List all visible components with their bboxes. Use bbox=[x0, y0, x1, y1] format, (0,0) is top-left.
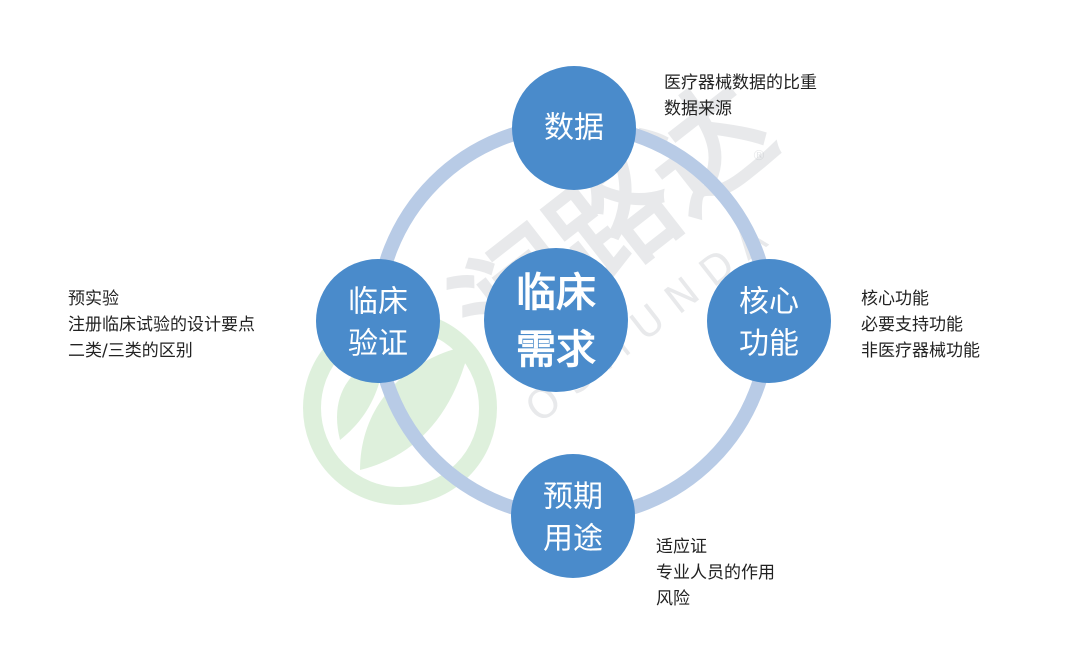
note-data-line: 数据来源 bbox=[664, 99, 732, 119]
node-intended-use: 预期 用途 bbox=[511, 454, 635, 578]
note-core-function-line: 核心功能 bbox=[861, 289, 929, 309]
note-intended-use-line: 适应证 bbox=[656, 537, 707, 557]
node-data-circle bbox=[512, 66, 636, 190]
note-data-line: 医疗器械数据的比重 bbox=[664, 73, 817, 93]
note-data: 医疗器械数据的比重 数据来源 bbox=[664, 70, 817, 122]
node-clinical-validation-label-line1: 临床 bbox=[348, 285, 408, 320]
watermark-registered-mark: ® bbox=[752, 148, 766, 164]
node-intended-use-circle bbox=[511, 454, 635, 578]
note-intended-use-line: 专业人员的作用 bbox=[656, 563, 775, 583]
center-node-circle bbox=[484, 248, 628, 392]
note-clinical-validation-line: 预实验 bbox=[68, 289, 119, 309]
center-node-label-line1: 临床 bbox=[516, 270, 596, 316]
note-core-function-line: 非医疗器械功能 bbox=[861, 341, 980, 361]
node-clinical-validation-circle bbox=[316, 259, 440, 383]
center-node-label-line2: 需求 bbox=[516, 327, 596, 373]
note-clinical-validation-line: 注册临床试验的设计要点 bbox=[68, 315, 255, 335]
node-core-function: 核心 功能 bbox=[707, 259, 831, 383]
note-core-function: 核心功能 必要支持功能 非医疗器械功能 bbox=[861, 286, 980, 364]
node-core-function-label-line1: 核心 bbox=[739, 285, 799, 320]
node-clinical-validation: 临床 验证 bbox=[316, 259, 440, 383]
node-data: 数据 bbox=[512, 66, 636, 190]
note-core-function-line: 必要支持功能 bbox=[861, 315, 963, 335]
note-intended-use-line: 风险 bbox=[656, 589, 690, 609]
node-core-function-label-line2: 功能 bbox=[739, 327, 799, 362]
note-clinical-validation-line: 二类/三类的区别 bbox=[68, 341, 193, 361]
node-intended-use-label-line2: 用途 bbox=[543, 522, 603, 557]
node-clinical-validation-label-line2: 验证 bbox=[348, 327, 408, 362]
node-core-function-circle bbox=[707, 259, 831, 383]
node-intended-use-label-line1: 预期 bbox=[543, 480, 603, 515]
center-node: 临床 需求 bbox=[484, 248, 628, 392]
note-intended-use: 适应证 专业人员的作用 风险 bbox=[656, 534, 775, 612]
node-data-label: 数据 bbox=[544, 111, 604, 146]
note-clinical-validation: 预实验 注册临床试验的设计要点 二类/三类的区别 bbox=[68, 286, 255, 364]
watermark-leaf-icon bbox=[360, 345, 470, 470]
